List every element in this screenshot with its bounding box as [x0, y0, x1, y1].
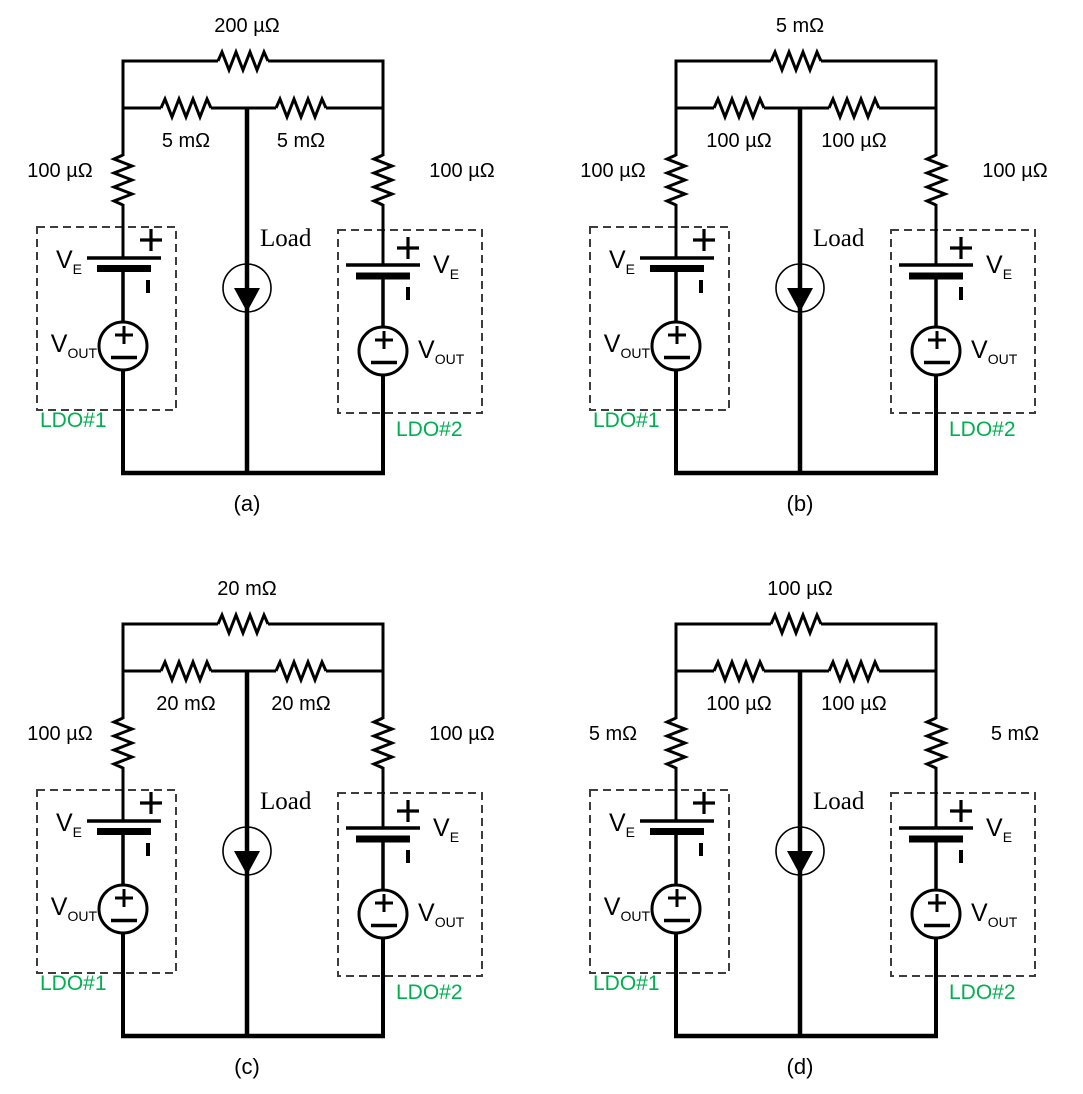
ve-label-ldo2: VE — [986, 814, 1013, 845]
mid-left-resistor-label: 100 µΩ — [706, 693, 772, 715]
ve-label-ldo2: VE — [986, 251, 1013, 282]
v-subscript: OUT — [434, 914, 465, 930]
top-resistor-label: 100 µΩ — [767, 578, 833, 600]
vout-label-ldo1: VOUT — [553, 330, 650, 361]
ldo1-tag: LDO#1 — [593, 409, 660, 432]
top-resistor-label: 5 mΩ — [775, 15, 825, 37]
v-symbol: V — [608, 246, 626, 274]
v-subscript: E — [449, 266, 460, 282]
mid-right-resistor-label: 20 mΩ — [271, 693, 331, 715]
v-symbol: V — [55, 809, 73, 837]
right-resistor-label: 100 µΩ — [429, 160, 495, 182]
mid-right-resistor-label: 100 µΩ — [821, 693, 887, 715]
v-symbol: V — [418, 336, 435, 364]
ldo1-tag: LDO#1 — [40, 972, 107, 995]
v-symbol: V — [50, 330, 68, 358]
load-label: Load — [260, 225, 312, 252]
ldo2-tag: LDO#2 — [396, 418, 463, 441]
left-resistor-label: 5 mΩ — [588, 723, 638, 745]
left-resistor-label: 100 µΩ — [27, 723, 93, 745]
v-symbol: V — [986, 251, 1003, 279]
circuit-panel-c: 20 mΩ 100 µΩ 20 mΩ 20 mΩ 100 µΩ Load VE … — [0, 563, 530, 1094]
circuit-panel-d: 100 µΩ 5 mΩ 100 µΩ 100 µΩ 5 mΩ Load VE V… — [553, 563, 1083, 1094]
v-subscript: E — [72, 261, 82, 277]
v-symbol: V — [50, 893, 68, 921]
ve-label-ldo2: VE — [433, 814, 460, 845]
v-subscript: OUT — [620, 908, 650, 924]
vout-label-ldo1: VOUT — [0, 330, 97, 361]
panel-caption: (a) — [233, 491, 261, 516]
v-symbol: V — [971, 336, 988, 364]
v-symbol: V — [55, 246, 73, 274]
v-subscript: E — [625, 261, 635, 277]
v-symbol: V — [603, 330, 621, 358]
v-symbol: V — [433, 251, 450, 279]
v-symbol: V — [603, 893, 621, 921]
vout-label-ldo2: VOUT — [971, 899, 1018, 930]
panel-caption: (b) — [786, 491, 814, 516]
ve-label-ldo1: VE — [0, 809, 82, 840]
v-subscript: OUT — [987, 914, 1018, 930]
v-subscript: E — [1002, 829, 1013, 845]
v-subscript: OUT — [620, 345, 650, 361]
load-label: Load — [813, 788, 865, 815]
v-subscript: OUT — [67, 908, 97, 924]
mid-left-resistor-label: 20 mΩ — [156, 693, 216, 715]
circuit-panel-a: 200 µΩ 100 µΩ 5 mΩ 5 mΩ 100 µΩ Load VE V… — [0, 0, 530, 531]
v-symbol: V — [971, 899, 988, 927]
mid-right-resistor-label: 100 µΩ — [821, 130, 887, 152]
load-label: Load — [260, 788, 312, 815]
ve-label-ldo1: VE — [0, 246, 82, 277]
ve-label-ldo1: VE — [553, 246, 635, 277]
mid-right-resistor-label: 5 mΩ — [276, 130, 326, 152]
v-subscript: OUT — [67, 345, 97, 361]
ldo2-tag: LDO#2 — [949, 981, 1016, 1004]
panel-caption: (d) — [786, 1054, 814, 1079]
right-resistor-label: 100 µΩ — [429, 723, 495, 745]
left-resistor-label: 100 µΩ — [580, 160, 646, 182]
v-subscript: OUT — [434, 351, 465, 367]
v-subscript: E — [449, 829, 460, 845]
ldo1-tag: LDO#1 — [40, 409, 107, 432]
v-symbol: V — [986, 814, 1003, 842]
vout-label-ldo2: VOUT — [418, 336, 465, 367]
v-symbol: V — [608, 809, 626, 837]
v-subscript: OUT — [987, 351, 1018, 367]
mid-left-resistor-label: 5 mΩ — [161, 130, 211, 152]
vout-label-ldo1: VOUT — [0, 893, 97, 924]
ldo2-tag: LDO#2 — [949, 418, 1016, 441]
top-resistor-label: 20 mΩ — [217, 578, 277, 600]
ldo2-tag: LDO#2 — [396, 981, 463, 1004]
load-label: Load — [813, 225, 865, 252]
right-resistor-label: 100 µΩ — [982, 160, 1048, 182]
ve-label-ldo2: VE — [433, 251, 460, 282]
vout-label-ldo1: VOUT — [553, 893, 650, 924]
circuit-panel-b: 5 mΩ 100 µΩ 100 µΩ 100 µΩ 100 µΩ Load VE… — [553, 0, 1083, 531]
v-subscript: E — [72, 824, 82, 840]
top-resistor-label: 200 µΩ — [214, 15, 280, 37]
mid-left-resistor-label: 100 µΩ — [706, 130, 772, 152]
v-subscript: E — [1002, 266, 1013, 282]
ldo1-tag: LDO#1 — [593, 972, 660, 995]
v-symbol: V — [433, 814, 450, 842]
v-symbol: V — [418, 899, 435, 927]
panel-caption: (c) — [234, 1054, 260, 1079]
vout-label-ldo2: VOUT — [418, 899, 465, 930]
left-resistor-label: 100 µΩ — [27, 160, 93, 182]
vout-label-ldo2: VOUT — [971, 336, 1018, 367]
right-resistor-label: 5 mΩ — [990, 723, 1040, 745]
ve-label-ldo1: VE — [553, 809, 635, 840]
v-subscript: E — [625, 824, 635, 840]
